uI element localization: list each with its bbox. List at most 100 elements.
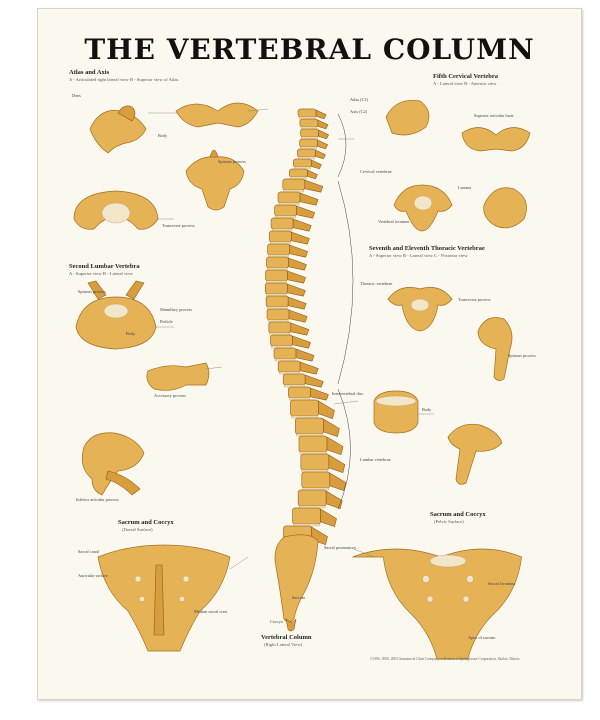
spinous-process-mark (290, 322, 310, 336)
vertebra-body (292, 507, 321, 525)
sub-thoracic: A - Superior view B - Lateral view C - P… (369, 253, 468, 258)
heading-atlas-axis: Atlas and Axis (69, 69, 110, 76)
thoracic-bracket (337, 180, 354, 385)
vertebra-body (282, 373, 306, 386)
spinous-process-mark (299, 192, 319, 206)
label-auricular-surface: Auricular surface (78, 573, 108, 578)
label-transverse-t7: Transverse process (458, 297, 491, 302)
vertebral-column-poster: THE VERTEBRAL COLUMN Atlas and Axis A - … (37, 8, 582, 700)
sub-sacrum-dorsal: (Dorsal Surface) (122, 527, 153, 532)
poster-title: THE VERTEBRAL COLUMN (84, 33, 535, 66)
spinous-process-mark (288, 309, 308, 323)
vertebra-body (297, 108, 317, 118)
label-coccyx: Coccyx (270, 619, 284, 624)
sacrum-pelvic-illustration (352, 548, 522, 660)
spinous-process-mark (315, 109, 327, 120)
vertebra-body (265, 295, 289, 308)
spinous-process-mark (287, 283, 306, 297)
vertebra-body (282, 178, 306, 191)
spine-illustration (264, 108, 347, 632)
spinous-process-mark (325, 490, 343, 509)
label-atlas: Atlas (C1) (350, 97, 369, 102)
spinous-process-mark (317, 139, 329, 150)
spinous-process-mark (288, 257, 307, 271)
spinous-process-mark (299, 361, 319, 375)
spinous-process-mark (292, 218, 312, 232)
vertebra-body (268, 321, 292, 334)
spinous-process-mark (315, 149, 326, 160)
label-body-t11: Body (422, 407, 432, 412)
vertebra-body (290, 399, 319, 417)
spinous-process-mark (295, 348, 315, 362)
vertebra-body (277, 360, 301, 373)
spinous-process-mark (323, 418, 340, 437)
lumbar-bracket (337, 388, 351, 510)
label-spinous-t11: Spinous process (508, 353, 536, 358)
label-apex-of-sacrum: Apex of sacrum (468, 635, 496, 640)
label-sacrum: Sacrum (292, 595, 306, 600)
vertebra-body (295, 417, 324, 435)
spinous-process-mark (287, 296, 307, 310)
heading-fifth-cervical: Fifth Cervical Vertebra (433, 73, 498, 80)
vertebra-body (270, 217, 294, 230)
label-body-l2: Body (126, 331, 136, 336)
thoracic-superior-illustration (387, 287, 513, 381)
label-lumbar: Lumbar vertebrae (360, 457, 391, 462)
thoracic-lateral-illustration (373, 390, 503, 485)
fifth-cervical-illustration (385, 100, 531, 232)
spinous-process-mark (318, 129, 330, 140)
label-vertebral-foramen-c5: Vertebral foramen (378, 219, 410, 224)
vertebra-body (267, 243, 290, 256)
second-lumbar-illustration (75, 280, 210, 391)
vertebra-body (288, 386, 311, 399)
label-sacral-promontory: Sacral promontory (324, 545, 357, 550)
label-body-axis: Body (158, 133, 168, 138)
spinous-process-mark (329, 472, 347, 491)
label-inferior-articular: Inferior articular process (76, 497, 119, 502)
spinous-process-mark (310, 387, 329, 401)
label-accessory: Accessory process (154, 393, 186, 398)
spinous-process-mark (304, 179, 324, 193)
anatomy-artwork (73, 100, 531, 660)
vertebra-body (299, 118, 319, 128)
vertebra-body (300, 453, 330, 471)
vertebra-body (270, 334, 293, 347)
sacrum-mark (274, 534, 319, 623)
vertebra-body (299, 138, 318, 148)
spinous-process-mark (326, 436, 344, 455)
vertebra-body (301, 471, 331, 489)
spinous-process-mark (292, 335, 311, 349)
label-thoracic: Thoracic vertebrae (360, 281, 393, 286)
vertebra-body (268, 230, 292, 243)
vertebra-body (297, 148, 316, 158)
vertebra-body (289, 168, 308, 178)
spinous-process-mark (304, 374, 324, 388)
label-sacral-canal: Sacral canal (78, 549, 99, 554)
heading-sacrum-pelvic: Sacrum and Coccyx (430, 511, 486, 518)
spinous-process-mark (320, 508, 337, 527)
coccyx-mark (285, 618, 297, 632)
spinous-process-mark (311, 159, 322, 170)
sub-sacrum-pelvic: (Pelvic Surface) (434, 519, 464, 524)
spinous-process-mark (307, 169, 318, 180)
spinous-process-mark (296, 205, 315, 219)
heading-thoracic: Seventh and Eleventh Thoracic Vertebrae (369, 245, 485, 252)
vertebra-body (293, 158, 312, 168)
label-median-sacral-crest: Median sacral crest (194, 609, 228, 614)
spinous-process-mark (289, 244, 308, 258)
sub-atlas-axis: A - Articulated right lateral view B - S… (69, 77, 179, 82)
vertebra-body (277, 191, 301, 204)
spinous-process-mark (317, 119, 329, 130)
label-axis: Axis (C2) (350, 109, 368, 114)
spinous-process-mark (328, 454, 346, 473)
cervical-bracket (337, 113, 347, 178)
vertebra-body (264, 282, 288, 295)
heading-second-lumbar: Second Lumbar Vertebra (69, 263, 140, 270)
lumbar-lateral-illustration (81, 432, 145, 496)
vertebra-body (298, 435, 328, 453)
spinous-process-mark (287, 270, 306, 284)
spinous-process-mark (318, 400, 335, 419)
label-transverse-atlas: Transverse process (162, 223, 195, 228)
label-spinous-l2: Spinous process (78, 289, 106, 294)
copyright-note: ©1996, 2000, 2003 Anatomical Chart Compa… (370, 657, 521, 661)
